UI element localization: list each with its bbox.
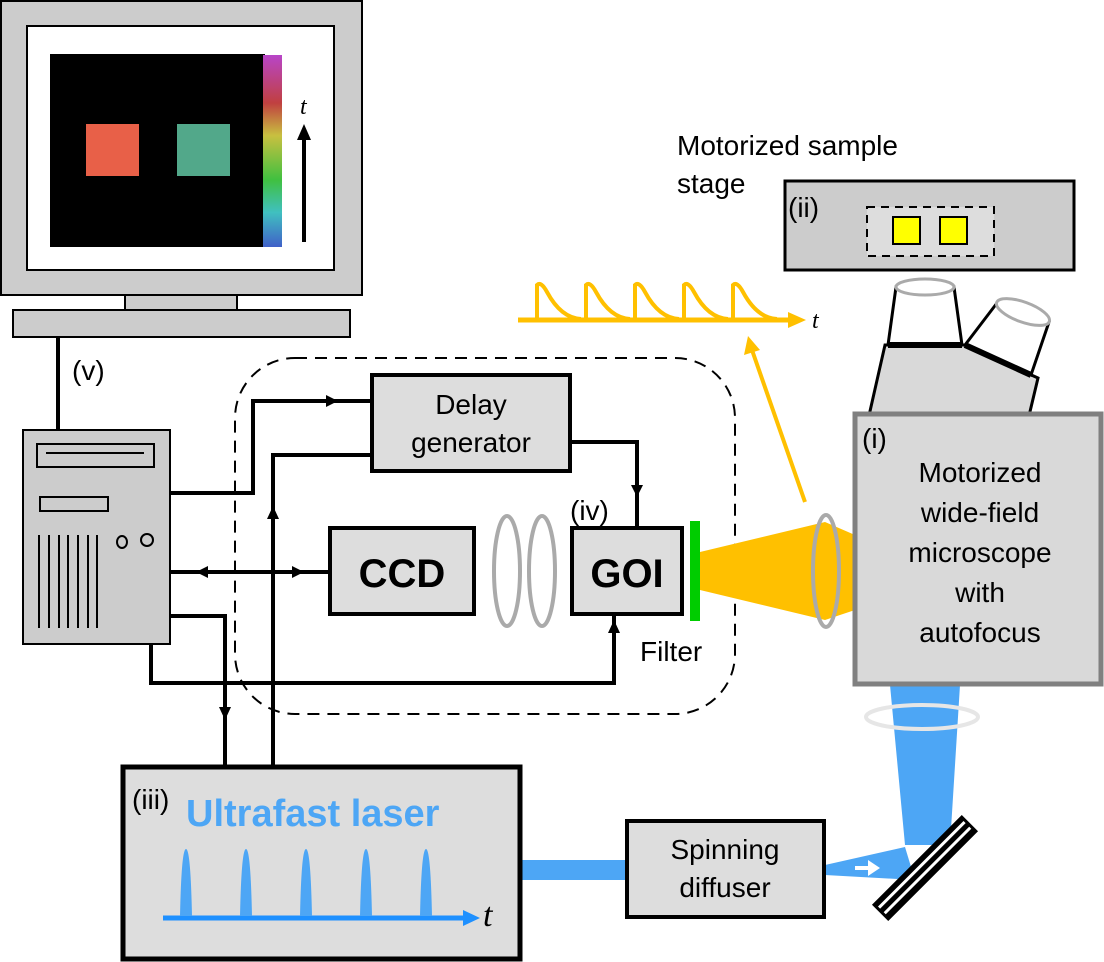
ultrafast-laser: (iii) Ultrafast laser t bbox=[120, 764, 523, 962]
computer-tower bbox=[22, 429, 171, 645]
lifetime-spot-2 bbox=[177, 124, 230, 176]
delay-generator: Delay generator bbox=[370, 373, 572, 473]
beam-direction-arrow bbox=[855, 860, 880, 876]
laser-tag: (iii) bbox=[132, 784, 169, 815]
laser-pulse bbox=[300, 849, 312, 916]
microscope-label-4: with bbox=[954, 577, 1005, 608]
delay-generator-label-2: generator bbox=[411, 427, 531, 458]
decay-pulse bbox=[731, 281, 778, 321]
laser-label: Ultrafast laser bbox=[186, 793, 440, 835]
decay-pulse bbox=[584, 281, 631, 321]
computer-monitor: t bbox=[0, 0, 363, 338]
excitation-beam-vertical bbox=[890, 685, 960, 845]
power-button bbox=[116, 535, 128, 549]
drive-bay bbox=[36, 443, 155, 468]
decay-pulse bbox=[633, 281, 680, 321]
sample-2 bbox=[939, 216, 968, 245]
stage-label-2: stage bbox=[677, 168, 746, 199]
microscope-label-1: Motorized bbox=[919, 457, 1042, 488]
screen-axis-label: t bbox=[300, 94, 308, 120]
lifetime-image bbox=[50, 54, 265, 247]
lifetime-spot-1 bbox=[86, 124, 139, 176]
filter-label: Filter bbox=[640, 636, 702, 667]
spinning-diffuser: Spinning diffuser bbox=[625, 819, 826, 919]
laser-pulse bbox=[180, 849, 192, 916]
microscope-box: (i) Motorized wide-field microscope with… bbox=[852, 411, 1104, 687]
tube-lens bbox=[811, 513, 841, 629]
stage-label-1: Motorized sample bbox=[677, 130, 898, 161]
goi: GOI (iv) bbox=[570, 495, 684, 616]
goi-label: GOI bbox=[590, 552, 663, 596]
laser-pulse bbox=[420, 849, 432, 916]
monitor-neck bbox=[124, 294, 238, 311]
microscope-tag: (i) bbox=[862, 423, 887, 454]
reset-button bbox=[140, 533, 154, 547]
emission-beam bbox=[700, 522, 855, 620]
ccd-label: CCD bbox=[359, 552, 446, 596]
emission-arrow-head bbox=[744, 336, 760, 355]
goi-tag: (iv) bbox=[570, 495, 609, 526]
time-arrow-head bbox=[297, 124, 311, 140]
laser-axis-label: t bbox=[483, 897, 494, 934]
dichroic-mirror bbox=[871, 814, 979, 922]
relay-lens-1 bbox=[492, 514, 522, 628]
diffuser-label-2: diffuser bbox=[679, 872, 770, 903]
emission-filter bbox=[690, 521, 700, 621]
sample-holder bbox=[866, 206, 995, 257]
sample-1 bbox=[892, 216, 921, 245]
decay-pulse bbox=[682, 281, 729, 321]
laser-pulses bbox=[180, 849, 432, 916]
microscope-head bbox=[866, 277, 1052, 422]
emission-arrow-shaft bbox=[750, 349, 807, 503]
drive-slot bbox=[39, 496, 109, 512]
objective-lens bbox=[864, 703, 980, 731]
sample-stage: (ii) bbox=[783, 179, 1076, 272]
monitor-base bbox=[12, 309, 351, 338]
ccd-camera: CCD bbox=[328, 526, 476, 616]
decay-pulse bbox=[535, 281, 582, 321]
relay-lenses bbox=[492, 514, 557, 628]
diffuser-label-1: Spinning bbox=[671, 834, 780, 865]
colorbar bbox=[263, 55, 282, 247]
laser-beam bbox=[520, 860, 628, 880]
relay-lens-2 bbox=[527, 514, 557, 628]
detection-enclosure bbox=[234, 357, 736, 715]
decay-pulses bbox=[535, 281, 778, 321]
emission-decay-plot: t bbox=[518, 281, 820, 334]
computer-tag: (v) bbox=[72, 355, 105, 386]
emission-axis-label: t bbox=[812, 308, 820, 334]
emission-time-arrowhead bbox=[788, 312, 806, 328]
laser-pulse bbox=[240, 849, 252, 916]
microscope-label-5: autofocus bbox=[919, 617, 1040, 648]
stage-tag: (ii) bbox=[788, 192, 819, 223]
microscope-label-3: microscope bbox=[908, 537, 1051, 568]
laser-pulse bbox=[360, 849, 372, 916]
delay-generator-label-1: Delay bbox=[435, 389, 507, 420]
microscope-label-2: wide-field bbox=[920, 497, 1039, 528]
wire-arrowheads bbox=[196, 395, 643, 720]
laser-time-arrowhead bbox=[463, 910, 480, 926]
vent-lines bbox=[38, 535, 98, 628]
